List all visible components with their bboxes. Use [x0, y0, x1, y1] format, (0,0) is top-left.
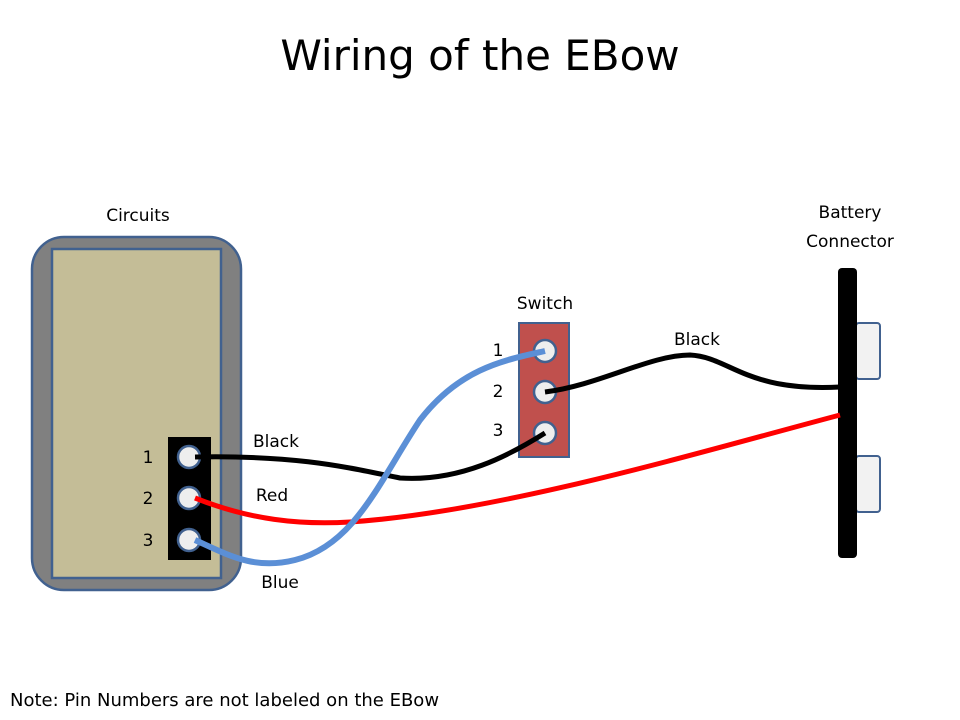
circuits-label: Circuits — [106, 206, 170, 226]
circuits-pin-3-label: 3 — [143, 531, 154, 551]
circuits-pin-2-label: 2 — [143, 489, 154, 509]
battery-tab-bottom — [855, 455, 881, 513]
switch-pin-2-label: 2 — [493, 382, 504, 402]
wire-blue — [193, 348, 546, 567]
switch-label: Switch — [517, 294, 573, 314]
circuits-pin-1-label: 1 — [143, 448, 154, 468]
battery-tab-top — [855, 322, 881, 380]
page-title: Wiring of the EBow — [280, 31, 679, 80]
footnote: Note: Pin Numbers are not labeled on the… — [10, 690, 439, 711]
battery-label-line1: Battery — [819, 203, 882, 223]
battery-connector — [838, 268, 881, 558]
battery-label-line2: Connector — [806, 232, 894, 252]
circuits-box — [30, 235, 243, 592]
switch-pin-3-label: 3 — [493, 421, 504, 441]
wire-black-switch-to-battery — [544, 352, 841, 395]
switch-pin-1-label: 1 — [493, 341, 504, 361]
wire-label-blue: Blue — [261, 573, 299, 593]
wire-label-red: Red — [256, 486, 288, 506]
wire-label-black-battery: Black — [674, 330, 720, 350]
wire-red — [194, 412, 841, 526]
battery-bar — [838, 268, 857, 558]
wire-label-black-circuit: Black — [253, 432, 299, 452]
wire-black-circuit-to-switch — [194, 430, 547, 481]
